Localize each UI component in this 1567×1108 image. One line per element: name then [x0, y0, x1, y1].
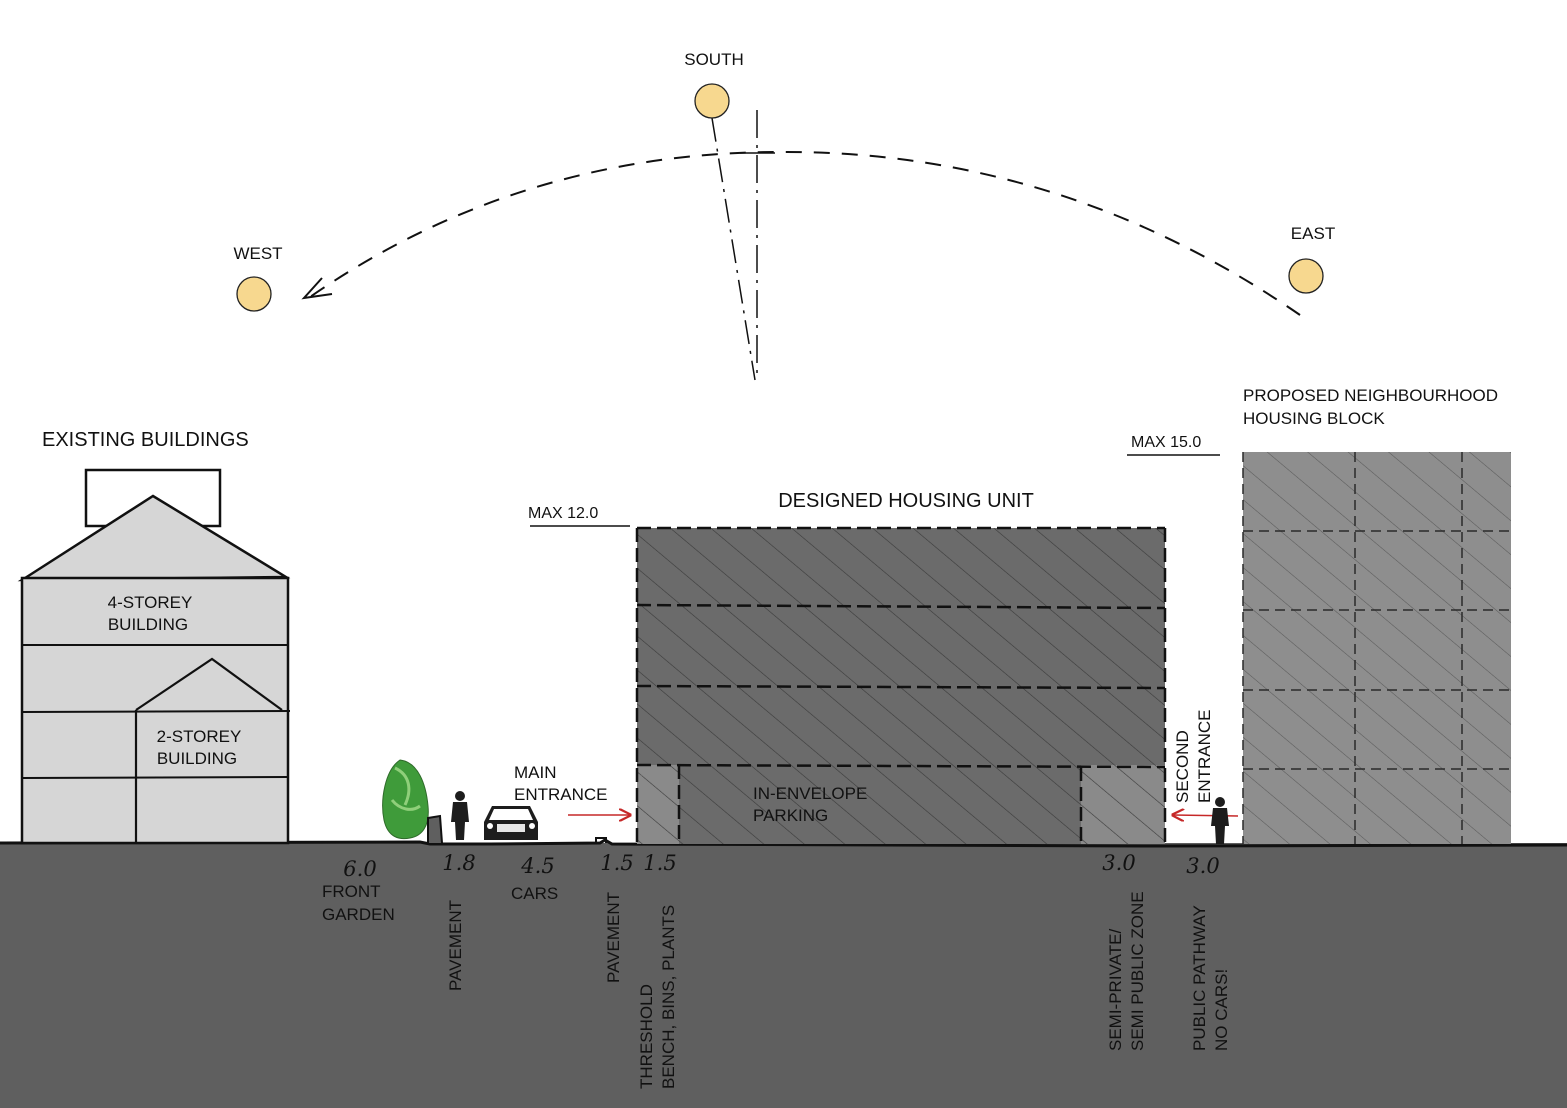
- floor-line: [21, 776, 289, 779]
- dimension-annotations: 6.0 1.8 4.5 1.5 1.5 3.0 3.0: [343, 851, 1219, 881]
- designed-block-outline: [635, 526, 1167, 846]
- zone-front-garden-line2: GARDEN: [322, 905, 395, 924]
- proposed-max-height: MAX 15.0: [1131, 434, 1201, 451]
- proposed-title-line2: HOUSING BLOCK: [1243, 409, 1385, 428]
- main-entrance-label-line2: ENTRANCE: [514, 785, 608, 804]
- tree-icon: [382, 759, 429, 840]
- label-east: EAST: [1291, 224, 1335, 243]
- second-entrance-label-line2: ENTRANCE: [1195, 709, 1214, 803]
- ground-line: [0, 838, 1567, 848]
- zone-pavement-1: PAVEMENT: [446, 900, 465, 991]
- designed-unit-title: DESIGNED HOUSING UNIT: [778, 490, 1034, 512]
- street-elements: MAIN ENTRANCE: [382, 759, 630, 844]
- designed-housing-unit: DESIGNED HOUSING UNIT MAX 12.0 IN-ENVELO…: [528, 490, 1167, 846]
- sun-south-icon: [694, 83, 730, 119]
- existing-buildings-title: EXISTING BUILDINGS: [42, 429, 249, 451]
- two-storey-label-line2: BUILDING: [157, 749, 237, 768]
- in-envelope-label-line1: IN-ENVELOPE: [753, 784, 867, 803]
- sun-path: SOUTH WEST EAST: [233, 50, 1335, 381]
- second-entrance: SECOND ENTRANCE: [1173, 709, 1239, 844]
- proposed-block-hatch: [1243, 452, 1511, 844]
- four-storey-label-line1: 4-STOREY: [108, 593, 193, 612]
- kerb-post: [427, 814, 443, 844]
- zone-cars: CARS: [511, 884, 558, 903]
- sun-east-icon: [1288, 258, 1324, 294]
- zone-pavement-2: PAVEMENT: [604, 892, 623, 983]
- proposed-title-line1: PROPOSED NEIGHBOURHOOD: [1243, 386, 1498, 405]
- zone-semi-private-line1: SEMI-PRIVATE/: [1106, 929, 1125, 1051]
- kerb-step: [595, 837, 607, 843]
- proposed-housing-block: PROPOSED NEIGHBOURHOOD HOUSING BLOCK MAX…: [1127, 386, 1511, 844]
- four-storey-label-line2: BUILDING: [108, 615, 188, 634]
- arc-arrowhead: [301, 277, 333, 300]
- two-storey-label-line1: 2-STOREY: [157, 727, 242, 746]
- four-storey-roof: [17, 494, 291, 582]
- floor-line: [21, 710, 291, 713]
- dim-cars: 4.5: [520, 854, 554, 878]
- two-storey-roof: [135, 657, 283, 711]
- second-entrance-arrow-icon: [1173, 815, 1239, 816]
- zone-threshold-line2: BENCH, BINS, PLANTS: [659, 905, 678, 1089]
- second-entrance-label-line1: SECOND: [1173, 730, 1192, 803]
- dim-pavement-2: 1.5: [600, 851, 633, 875]
- zone-front-garden-line1: FRONT: [322, 882, 381, 901]
- car-icon: [484, 806, 538, 840]
- dim-public-pathway: 3.0: [1186, 854, 1219, 878]
- existing-buildings: EXISTING BUILDINGS 4-STOREY BUILDING 2-S…: [17, 429, 291, 845]
- sun-west-icon: [236, 276, 272, 312]
- zone-labels: FRONT GARDEN PAVEMENT CARS PAVEMENT THRE…: [322, 882, 1231, 1089]
- label-west: WEST: [233, 244, 282, 263]
- zone-semi-private-line2: SEMI PUBLIC ZONE: [1128, 891, 1147, 1051]
- zone-public-pathway-line1: PUBLIC PATHWAY: [1190, 905, 1209, 1051]
- dim-threshold: 1.5: [643, 851, 676, 875]
- ground-mass: [0, 843, 1567, 1108]
- dim-front-garden: 6.0: [343, 857, 376, 881]
- zone-public-pathway-line2: NO CARS!: [1212, 969, 1231, 1051]
- designed-max-height: MAX 12.0: [528, 505, 598, 522]
- proposed-block-grid: [1242, 452, 1511, 844]
- sun-arc: [309, 150, 1301, 316]
- south-sun-ray: [711, 117, 756, 381]
- in-envelope-label-line2: PARKING: [753, 806, 828, 825]
- zone-threshold-line1: THRESHOLD: [637, 984, 656, 1089]
- pedestrian-icon: [451, 791, 469, 840]
- pedestrian-icon: [1211, 797, 1229, 844]
- ground: [0, 838, 1567, 1108]
- dim-pavement-1: 1.8: [442, 851, 475, 875]
- main-entrance-label-line1: MAIN: [514, 763, 557, 782]
- label-south: SOUTH: [684, 50, 744, 69]
- dim-semi-private: 3.0: [1102, 851, 1135, 875]
